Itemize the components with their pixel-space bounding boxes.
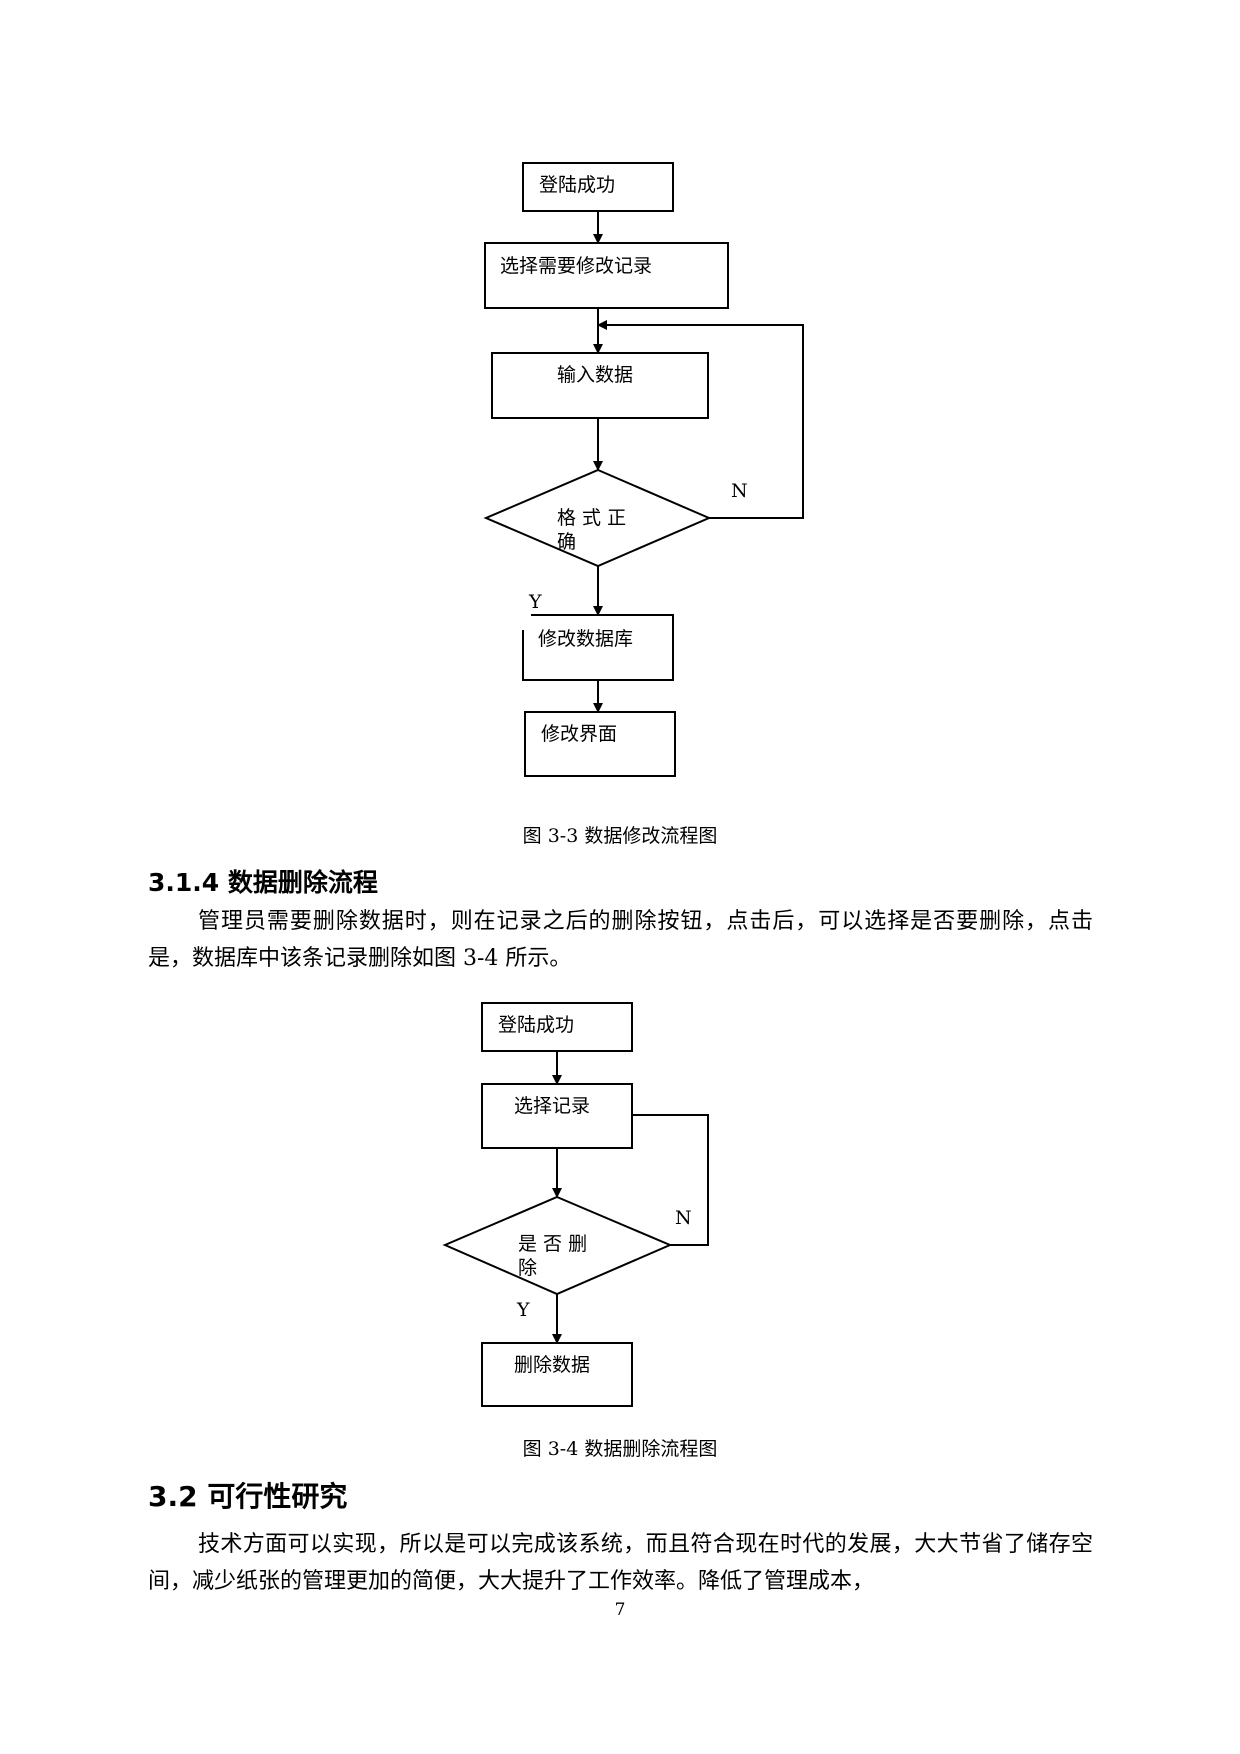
section-3-1-4-paragraph: 管理员需要删除数据时，则在记录之后的删除按钮，点击后，可以选择是否要删除，点击是… xyxy=(148,909,1093,971)
label-yes: Y xyxy=(528,591,542,613)
decision-delete-line2: 除 xyxy=(518,1257,537,1279)
label-no: N xyxy=(731,480,748,502)
node-select-record-box xyxy=(484,242,729,309)
decision-format-line2: 确 xyxy=(557,531,576,553)
node-select-record-label: 选择需要修改记录 xyxy=(500,255,652,277)
decision-delete-line1: 是 否 删 xyxy=(518,1233,587,1255)
section-3-2-heading: 3.2 可行性研究 xyxy=(148,1480,348,1513)
figure-3-4 xyxy=(442,1002,709,1407)
node-select-record-label-2: 选择记录 xyxy=(514,1095,590,1117)
node-login-label-2: 登陆成功 xyxy=(498,1014,574,1036)
loop-back-no xyxy=(597,320,804,519)
node-delete-data-label: 删除数据 xyxy=(514,1354,590,1376)
section-3-2-paragraph: 技术方面可以实现，所以是可以完成该系统，而且符合现在时代的发展，大大节省了储存空… xyxy=(148,1532,1093,1594)
figure-3-3 xyxy=(483,162,804,777)
node-input-data-label: 输入数据 xyxy=(557,364,633,386)
label-no-2: N xyxy=(675,1207,692,1229)
figure-3-3-caption: 图 3-3 数据修改流程图 xyxy=(522,825,718,847)
node-modify-db-label: 修改数据库 xyxy=(538,628,633,650)
section-3-1-4-heading: 3.1.4 数据删除流程 xyxy=(148,868,378,897)
figure-3-4-caption: 图 3-4 数据删除流程图 xyxy=(522,1438,718,1460)
node-login-label: 登陆成功 xyxy=(539,174,615,196)
figure-3-4-labels: 登陆成功 选择记录 是 否 删 除 删除数据 N Y xyxy=(498,1014,692,1376)
decision-format-line1: 格 式 正 xyxy=(557,507,626,529)
node-modify-db-box xyxy=(522,614,674,681)
node-modify-ui-label: 修改界面 xyxy=(541,723,617,745)
page-number: 7 xyxy=(614,1600,626,1620)
loop-back-no-2 xyxy=(632,1114,709,1246)
figure-3-3-labels: 登陆成功 选择需要修改记录 输入数据 格 式 正 确 修改数据库 修改界面 N … xyxy=(500,174,748,745)
label-yes-2: Y xyxy=(516,1299,530,1321)
